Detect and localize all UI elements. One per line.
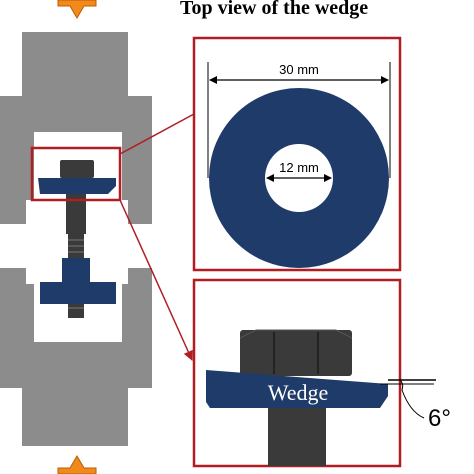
detail-highlight-box [30, 146, 122, 202]
detail-connector-bottom [119, 199, 193, 361]
angle-arc [399, 379, 404, 391]
detail-connector-top [119, 113, 195, 155]
angle-label: 6° [428, 405, 451, 432]
inner-diameter-label: 12 mm [279, 160, 319, 175]
wedge-label: Wedge [268, 380, 329, 405]
side-view-panel: Wedge 6° [192, 278, 451, 468]
bolt-head [239, 329, 353, 376]
top-load-arrow-icon [57, 0, 97, 19]
bolt-shank [268, 408, 326, 466]
outer-diameter-label: 30 mm [279, 62, 319, 77]
wedge-side-profile [206, 370, 388, 408]
bottom-load-arrow-icon [57, 455, 97, 474]
top-view-panel: 30 mm 12 mm [192, 36, 402, 272]
diagram-title: Top view of the wedge [180, 0, 368, 19]
bolt-assembly [38, 160, 116, 318]
angle-leader-line [401, 389, 425, 419]
